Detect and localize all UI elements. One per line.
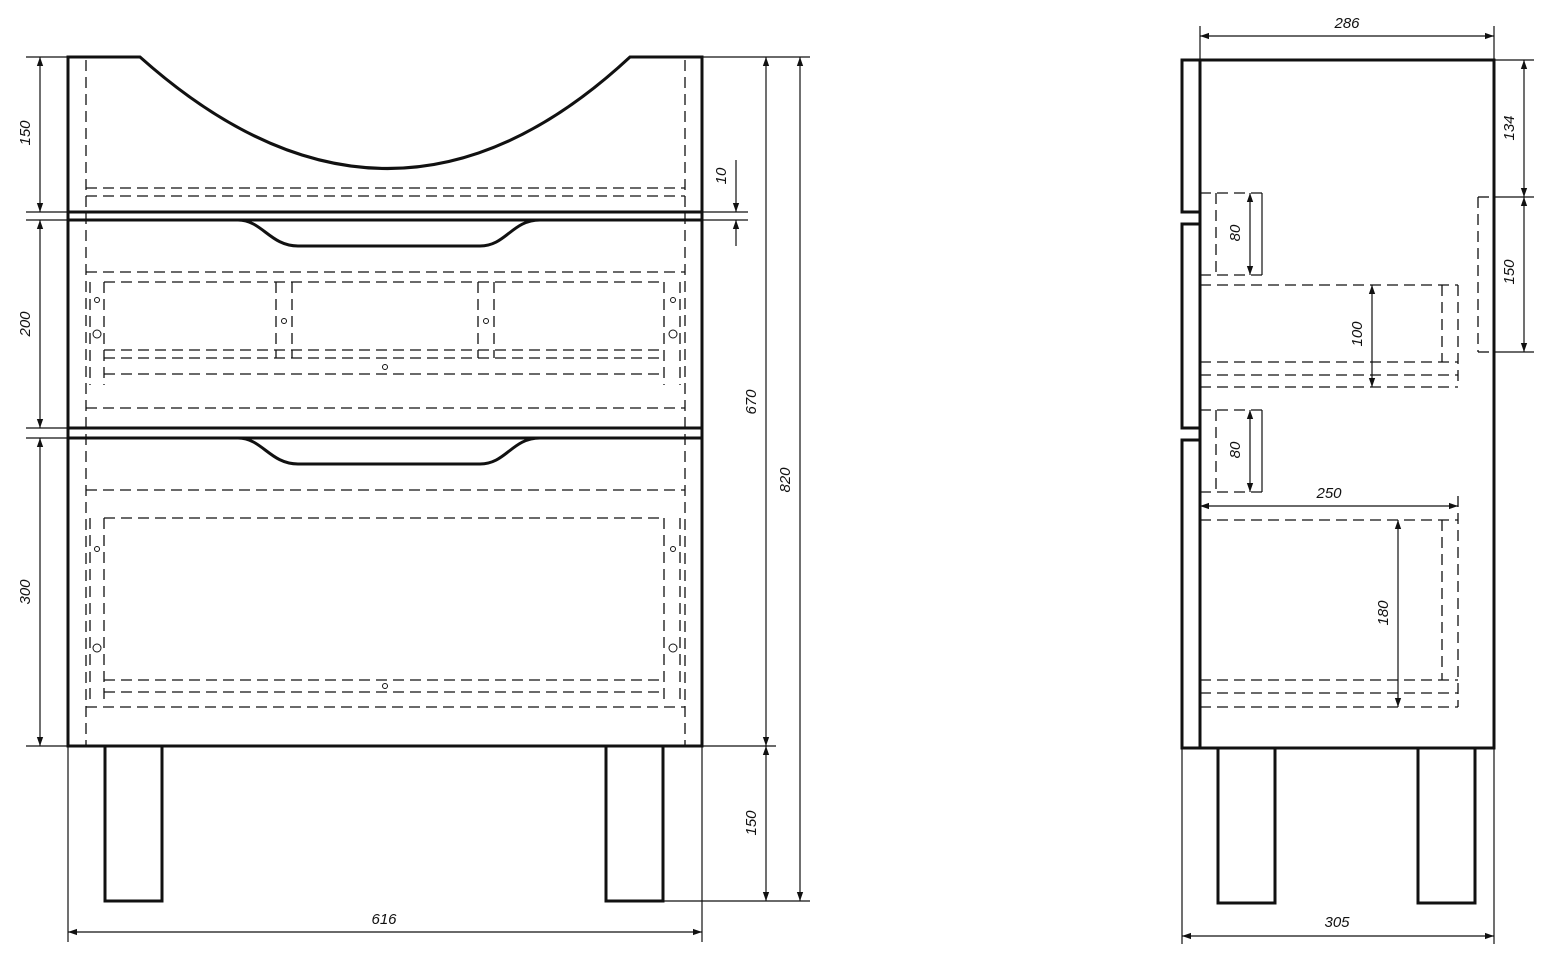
dim-side-total-width: 305: [1324, 914, 1350, 931]
front-left-leg: [103, 744, 164, 903]
dim-front-body-height: 670: [743, 389, 760, 415]
front-dimension-lines: [36, 57, 804, 936]
side-view: 286 134 150 80 100 80 250 180 305: [1180, 15, 1534, 944]
side-front-drawer1: [1180, 222, 1202, 430]
dim-side-drawer2-depth: 180: [1375, 600, 1392, 626]
dim-side-drawer2-length: 250: [1315, 485, 1342, 502]
dim-side-top-width: 286: [1333, 15, 1360, 32]
dim-side-drawer1-front: 80: [1227, 224, 1244, 241]
side-hidden-lines: [1200, 192, 1494, 708]
side-left-leg: [1216, 746, 1277, 905]
dim-front-width: 616: [371, 911, 397, 928]
front-right-leg: [604, 744, 665, 903]
dim-front-height-drawer1: 200: [17, 311, 34, 338]
front-view: 150 200 300 10 670 820 150 616: [17, 55, 810, 942]
dim-side-drawer2-front: 80: [1227, 441, 1244, 458]
side-front-drawer2: [1180, 438, 1202, 750]
side-carcass: [1198, 58, 1496, 750]
front-upper-handle: [68, 218, 702, 248]
side-front-top: [1180, 58, 1202, 214]
dim-front-gap: 10: [713, 167, 730, 184]
dim-side-top-height: 134: [1501, 115, 1518, 140]
dim-side-panel-height: 150: [1501, 259, 1518, 285]
dim-front-height-drawer2: 300: [17, 579, 34, 605]
side-right-leg: [1416, 746, 1477, 905]
dim-side-drawer1-depth: 100: [1349, 321, 1366, 347]
front-mounting-holes: [92, 297, 678, 689]
dim-front-total-height: 820: [777, 467, 794, 493]
front-hidden-lines: [85, 60, 686, 745]
side-dimension-lines: [1182, 32, 1528, 940]
front-lower-handle: [68, 436, 702, 466]
front-cabinet-outline: [66, 55, 704, 748]
side-extension-lines: [1181, 26, 1534, 944]
dim-front-leg-height: 150: [743, 810, 760, 836]
dim-front-height-top: 150: [17, 120, 34, 146]
front-extension-lines: [26, 56, 810, 942]
